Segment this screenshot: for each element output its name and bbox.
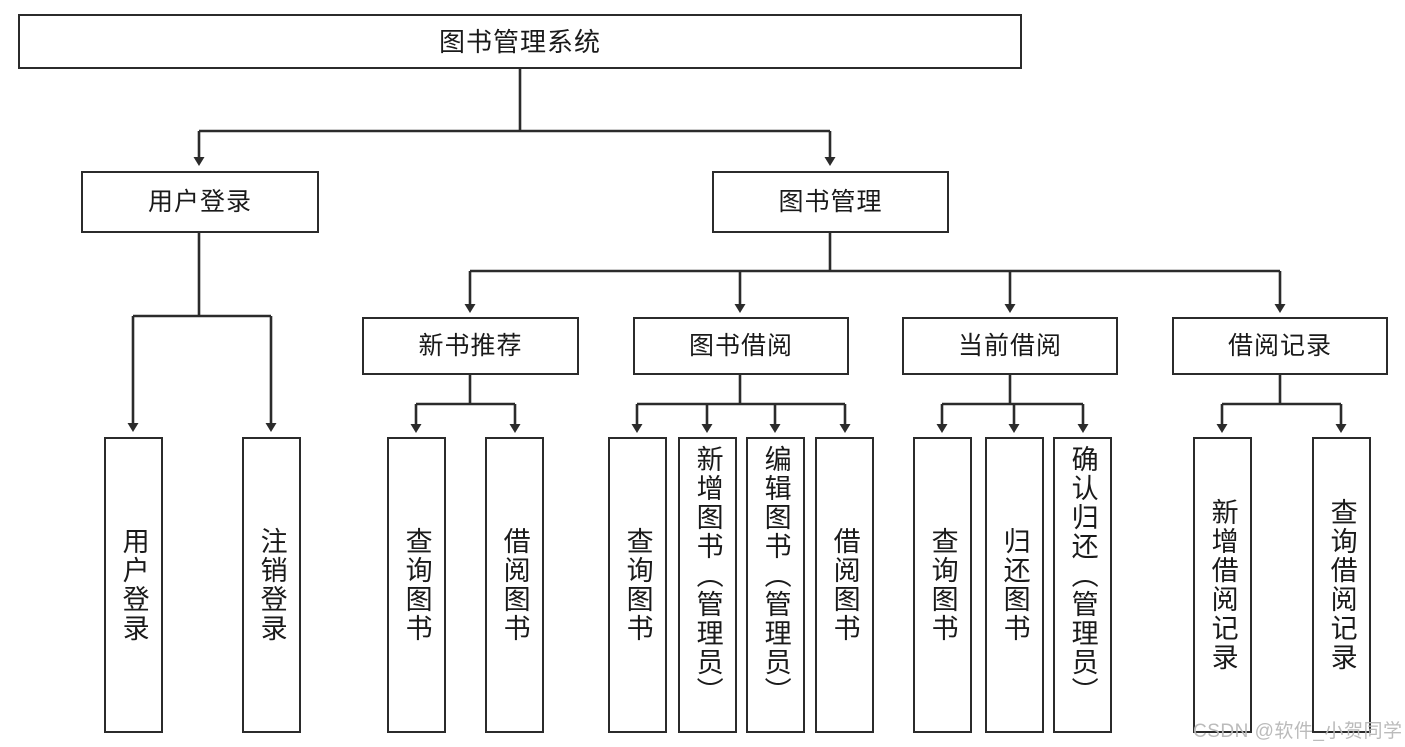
node-label: 当前借阅 [957, 331, 1062, 360]
node-current-borrow[interactable]: 当前借阅 [902, 317, 1118, 375]
node-label: 图书借阅 [688, 331, 793, 360]
node-label: 新增图书（管理员） [692, 445, 723, 706]
node-root-system[interactable]: 图书管理系统 [18, 14, 1022, 69]
node-label: 用户登录 [147, 187, 252, 216]
node-leaf-return-book[interactable]: 归还图书 [985, 437, 1044, 733]
node-label: 新书推荐 [418, 331, 523, 360]
node-leaf-confirm-return-admin[interactable]: 确认归还（管理员） [1053, 437, 1112, 733]
node-label: 借阅图书 [829, 527, 860, 643]
node-new-book-recommend[interactable]: 新书推荐 [362, 317, 579, 375]
csdn-watermark: CSDN @软件_小贺同学 [1193, 721, 1403, 742]
node-borrow-record[interactable]: 借阅记录 [1172, 317, 1388, 375]
node-book-borrow[interactable]: 图书借阅 [633, 317, 849, 375]
node-label: 借阅图书 [499, 527, 530, 643]
node-leaf-query-borrow-record[interactable]: 查询借阅记录 [1312, 437, 1371, 733]
node-user-login[interactable]: 用户登录 [81, 171, 319, 233]
node-label: 编辑图书（管理员） [760, 445, 791, 706]
node-label: 用户登录 [118, 527, 149, 643]
node-leaf-query-book-borrow[interactable]: 查询图书 [608, 437, 667, 733]
node-label: 图书管理系统 [438, 26, 601, 57]
node-leaf-query-book-current[interactable]: 查询图书 [913, 437, 972, 733]
node-label: 借阅记录 [1227, 331, 1332, 360]
node-label: 归还图书 [999, 527, 1030, 643]
node-label: 确认归还（管理员） [1067, 445, 1098, 706]
node-label: 图书管理 [778, 187, 883, 216]
node-leaf-query-book-recommend[interactable]: 查询图书 [387, 437, 446, 733]
node-book-manage[interactable]: 图书管理 [712, 171, 949, 233]
node-leaf-add-borrow-record[interactable]: 新增借阅记录 [1193, 437, 1252, 733]
node-label: 新增借阅记录 [1207, 498, 1238, 672]
node-leaf-logout-login[interactable]: 注销登录 [242, 437, 301, 733]
node-leaf-edit-book-admin[interactable]: 编辑图书（管理员） [746, 437, 805, 733]
node-label: 查询图书 [622, 527, 653, 643]
node-leaf-add-book-admin[interactable]: 新增图书（管理员） [678, 437, 737, 733]
node-label: 查询图书 [401, 527, 432, 643]
node-label: 查询借阅记录 [1326, 498, 1357, 672]
node-label: 注销登录 [256, 527, 287, 643]
node-leaf-user-login[interactable]: 用户登录 [104, 437, 163, 733]
node-leaf-borrow-book-recommend[interactable]: 借阅图书 [485, 437, 544, 733]
node-label: 查询图书 [927, 527, 958, 643]
node-leaf-borrow-book[interactable]: 借阅图书 [815, 437, 874, 733]
